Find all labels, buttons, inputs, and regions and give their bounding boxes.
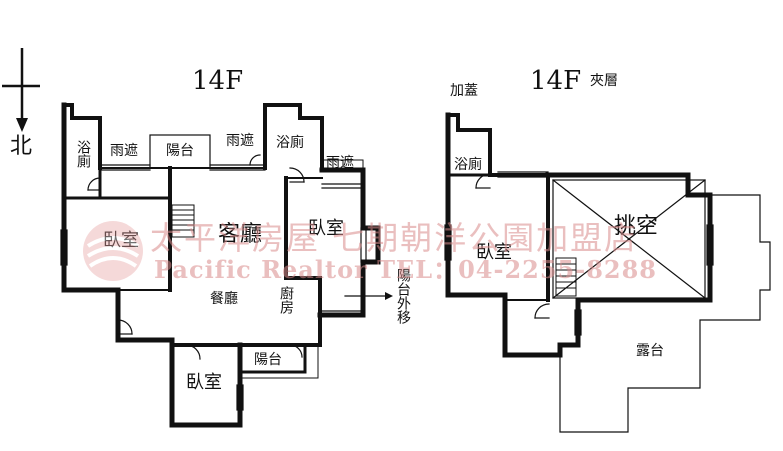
plan-14f-mezzanine [444,112,771,433]
title-14f-mezzanine: 14F [530,66,582,96]
wall-balcony-bottom [238,343,307,374]
room-void: 挑空 [614,214,659,239]
watermark-text-en: Pacific Realtor TEL：04-2255-8288 [154,255,658,284]
north-arrow-icon [2,48,40,132]
title-mezzanine-sub: 夾層 [590,73,618,89]
room-dining: 餐廳 [210,291,238,307]
realtor-logo-icon [83,221,143,281]
room-bedroom-south: 臥室 [186,372,222,393]
room-terrace: 露台 [636,343,664,359]
label-rain-shelter-2: 雨遮 [226,133,254,149]
plan-14f [60,102,393,428]
wall-r-west [445,112,581,358]
room-balcony-top: 陽台 [166,143,194,159]
room-kitchen: 廚房 [278,286,294,314]
terrace-outline [559,194,771,433]
room-living: 客廳 [218,222,263,247]
room-balcony-bottom: 陽台 [254,352,282,368]
watermark-text-cn: 太平洋房屋 七期朝洋公園加盟店 [150,219,639,257]
wall-top-right [263,103,324,172]
wall-east-outline [317,167,381,318]
north-label: 北 [10,134,33,159]
room-r-bath: 浴廁 [454,157,482,173]
room-bedroom-west: 臥室 [103,232,139,250]
room-bedroom-east: 臥室 [308,218,344,239]
balcony-top-frame [149,134,211,169]
stairs-icon [555,257,577,297]
watermark-logo [80,218,146,284]
label-added-roof: 加蓋 [450,83,478,99]
label-rain-shelter-3: 雨遮 [326,155,354,171]
label-balcony-moved: 陽台外移 [395,268,411,324]
label-rain-shelter-1: 雨遮 [110,143,138,159]
room-bath-west: 浴廁 [75,140,91,168]
void-box [552,179,706,299]
stairs-icon [171,204,195,238]
room-r-bedroom: 臥室 [476,242,512,263]
wall-bedroom-s [169,342,243,428]
wall-bottom [170,338,242,347]
room-bath-east: 浴廁 [276,135,304,151]
title-14f: 14F [192,66,244,96]
wall-top-west [62,103,102,170]
wall-r-east [545,172,713,303]
